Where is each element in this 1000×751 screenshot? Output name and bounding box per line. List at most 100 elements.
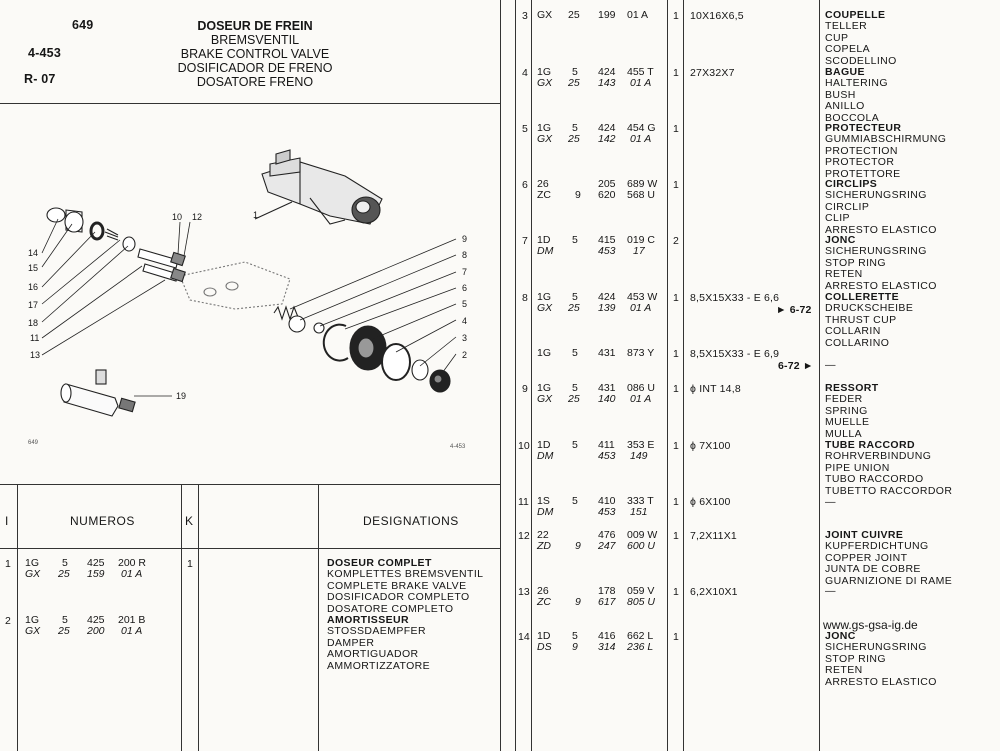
- callout-12: 12: [192, 212, 203, 222]
- row-index: 6: [522, 179, 528, 191]
- row-index: 1: [5, 558, 11, 570]
- spec: ϕ 6X100: [690, 496, 731, 508]
- part-16: [89, 221, 105, 241]
- callout-7: 7: [462, 267, 468, 277]
- header-numeros: NUMEROS: [70, 514, 135, 528]
- row-index: 9: [522, 383, 528, 395]
- part-number: 1G 5 424 455 T GX 25 143 01 A: [537, 66, 654, 89]
- exploded-view-diagram: [41, 149, 457, 417]
- quantity: 1: [673, 496, 679, 508]
- part-number: 1G 5 424 454 G GX 25 142 01 A: [537, 122, 656, 145]
- spec-note: ► 6-72: [776, 304, 812, 316]
- quantity: 1: [673, 179, 679, 191]
- row-index: 11: [518, 496, 529, 508]
- row-index: 7: [522, 235, 528, 247]
- callout-8: 8: [462, 250, 468, 260]
- quantity: 1: [673, 383, 679, 395]
- col-rule: [198, 484, 199, 751]
- callout-6: 6: [462, 283, 468, 293]
- quantity: 1: [673, 348, 679, 360]
- part-number: 1S 5 410 333 T DM 453 151: [537, 495, 654, 518]
- part-number: 1G 5 425 200 R GX 25 159 01 A: [25, 557, 147, 580]
- designation: —: [825, 585, 836, 597]
- row-index: 2: [5, 615, 11, 627]
- title-fr: DOSEUR DE FREIN: [197, 19, 313, 33]
- callout-11: 11: [30, 333, 40, 343]
- designation: JOINT CUIVRE KUPFERDICHTUNG COPPER JOINT…: [825, 529, 953, 587]
- title-de: BREMSVENTIL: [210, 33, 300, 47]
- part-number: 26 205 689 W ZC 9 620 568 U: [537, 178, 658, 201]
- spec: ϕ 7X100: [690, 440, 731, 452]
- quantity: 1: [673, 123, 679, 135]
- quantity: 2: [673, 235, 679, 247]
- part-number: 1D 5 415 019 C DM 453 17: [537, 234, 656, 257]
- row-index: 10: [518, 440, 530, 452]
- part-number: 1G 5 425 201 B GX 25 200 01 A: [25, 614, 146, 637]
- col-rule: [181, 484, 182, 751]
- header-designations: DESIGNATIONS: [363, 514, 459, 528]
- part-1-valve-body: [261, 149, 383, 225]
- quantity: 1: [673, 530, 679, 542]
- reference-code: 4-453: [28, 46, 61, 60]
- spec: ϕ INT 14,8: [690, 383, 741, 395]
- designation: PROTECTEUR GUMMIABSCHIRMUNG PROTECTION P…: [825, 122, 947, 180]
- website-link[interactable]: www.gs-gsa-ig.de: [823, 618, 918, 632]
- callout-17: 17: [28, 300, 39, 310]
- page-number: 649: [72, 18, 94, 32]
- header-divider: [0, 103, 501, 104]
- designation: DOSEUR COMPLET KOMPLETTES BREMSVENTIL CO…: [327, 557, 484, 615]
- title-en: BRAKE CONTROL VALVE: [180, 47, 330, 61]
- designation: COUPELLE TELLER CUP COPELA SCODELLINO: [825, 9, 897, 67]
- quantity: 1: [673, 440, 679, 452]
- designation: BAGUE HALTERING BUSH ANILLO BOCCOLA: [825, 66, 888, 124]
- part-6-circlip: [322, 323, 349, 362]
- row-index: 3: [522, 10, 528, 22]
- part-4-bush: [381, 343, 411, 381]
- col-rule: [318, 484, 319, 751]
- quantity: 1: [187, 558, 193, 570]
- designation: TUBE RACCORD ROHRVERBINDUNG PIPE UNION T…: [825, 439, 953, 497]
- title-es: DOSIFICADOR DE FRENO: [177, 61, 333, 75]
- spec: 6,2X10X1: [690, 586, 738, 598]
- callout-9: 9: [462, 234, 468, 244]
- diagram-footnote-left: 649: [28, 440, 39, 446]
- spec: 10X16X6,5: [690, 10, 744, 22]
- spec: 27X32X7: [690, 67, 735, 79]
- part-8: [288, 315, 306, 333]
- part-number: 1G 5 431 873 Y: [537, 347, 655, 359]
- callout-19: 19: [176, 391, 187, 401]
- callout-18: 18: [28, 318, 39, 328]
- left-frame-border: [500, 0, 501, 751]
- designation: JONC SICHERUNGSRING STOP RING RETEN ARRE…: [825, 234, 937, 292]
- callout-2: 2: [462, 350, 468, 360]
- diagram-footnote-right: 4-453: [450, 444, 466, 450]
- part-number: GX 25 199 01 A: [537, 9, 649, 21]
- part-number: 1G 5 431 086 U GX 25 140 01 A: [537, 382, 656, 405]
- callout-1: 1: [253, 210, 259, 220]
- designation: JONC SICHERUNGSRING STOP RING RETEN ARRE…: [825, 630, 937, 688]
- col-rule: [531, 0, 532, 751]
- callout-5: 5: [462, 299, 468, 309]
- row-index: 14: [518, 631, 530, 643]
- part-number: 1D 5 416 662 L DS 9 314 236 L: [537, 630, 654, 653]
- part-11-tube: [142, 263, 179, 282]
- designation: —: [825, 359, 836, 371]
- header-index: I: [5, 514, 9, 528]
- spec: 7,2X11X1: [690, 530, 737, 542]
- callout-10: 10: [172, 212, 183, 222]
- quantity: 1: [673, 10, 679, 22]
- spec: 8,5X15X33 - E 6,6: [690, 292, 780, 304]
- callout-16: 16: [28, 282, 39, 292]
- col-rule: [17, 484, 18, 751]
- quantity: 1: [673, 292, 679, 304]
- spec: 8,5X15X33 - E 6,9: [690, 348, 780, 360]
- table-header-rule: [0, 548, 501, 549]
- row-index: 8: [522, 292, 528, 304]
- designation: AMORTISSEUR STOSSDAEMPFER DAMPER AMORTIG…: [327, 614, 431, 672]
- col-rule: [515, 0, 516, 751]
- col-rule: [683, 0, 684, 751]
- part-10-tube: [137, 248, 179, 269]
- callout-3: 3: [462, 333, 468, 343]
- col-rule: [667, 0, 668, 751]
- part-number: 1D 5 411 353 E DM 453 149: [537, 439, 655, 462]
